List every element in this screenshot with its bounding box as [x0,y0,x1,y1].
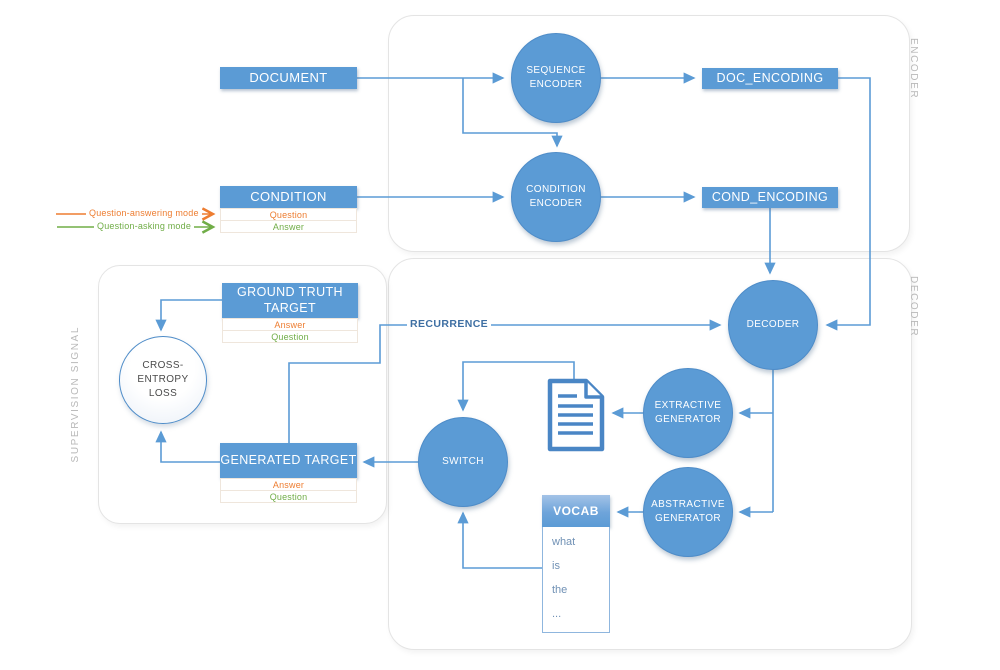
question-answering-mode-label: Question-answering mode [86,208,202,218]
decoder-node: DECODER [728,280,818,370]
sequence-encoder-node: SEQUENCE ENCODER [511,33,601,123]
connector-document-to-condition-encoder [462,78,563,148]
condition-encoder-node: CONDITION ENCODER [511,152,601,242]
question-asking-mode-label: Question-asking mode [94,221,195,231]
connector-recurrence-generated-target-to-decoder [288,319,722,443]
vocab-item: the [552,584,568,596]
condition-node: CONDITION [220,186,357,208]
document-page-icon [547,378,605,452]
condition-row-answer: Answer [220,220,357,233]
vocab-node: VOCAB [542,495,610,527]
connector-generated-target-to-cross-entropy [155,430,220,463]
vocab-item: what [552,536,576,548]
document-node: DOCUMENT [220,67,357,89]
connector-doc-encoding-to-decoder [825,77,871,331]
generated-target-row-question: Question [220,490,357,503]
cross-entropy-loss-node: CROSS-ENTROPY LOSS [119,336,207,424]
connector-document-icon-to-switch [457,361,575,412]
doc-encoding-node: DOC_ENCODING [702,68,838,89]
ground-truth-target-node: GROUND TRUTH TARGET [222,283,358,318]
ground-truth-row-question: Question [222,330,358,343]
vocab-list: what is the ... [542,527,610,633]
extractive-generator-node: EXTRACTIVE GENERATOR [643,368,733,458]
vocab-item: ... [552,608,562,620]
decoder-group-label: DECODER [908,276,919,338]
encoder-group-label: ENCODER [908,38,919,100]
cond-encoding-node: COND_ENCODING [702,187,838,208]
vocab-item: is [552,560,560,572]
generated-target-node: GENERATED TARGET [220,443,357,478]
abstractive-generator-node: ABSTRACTIVE GENERATOR [643,467,733,557]
recurrence-label: RECURRENCE [407,318,492,330]
switch-node: SWITCH [418,417,508,507]
connector-vocab-to-switch [457,511,542,569]
connector-ground-truth-to-cross-entropy [155,299,222,332]
